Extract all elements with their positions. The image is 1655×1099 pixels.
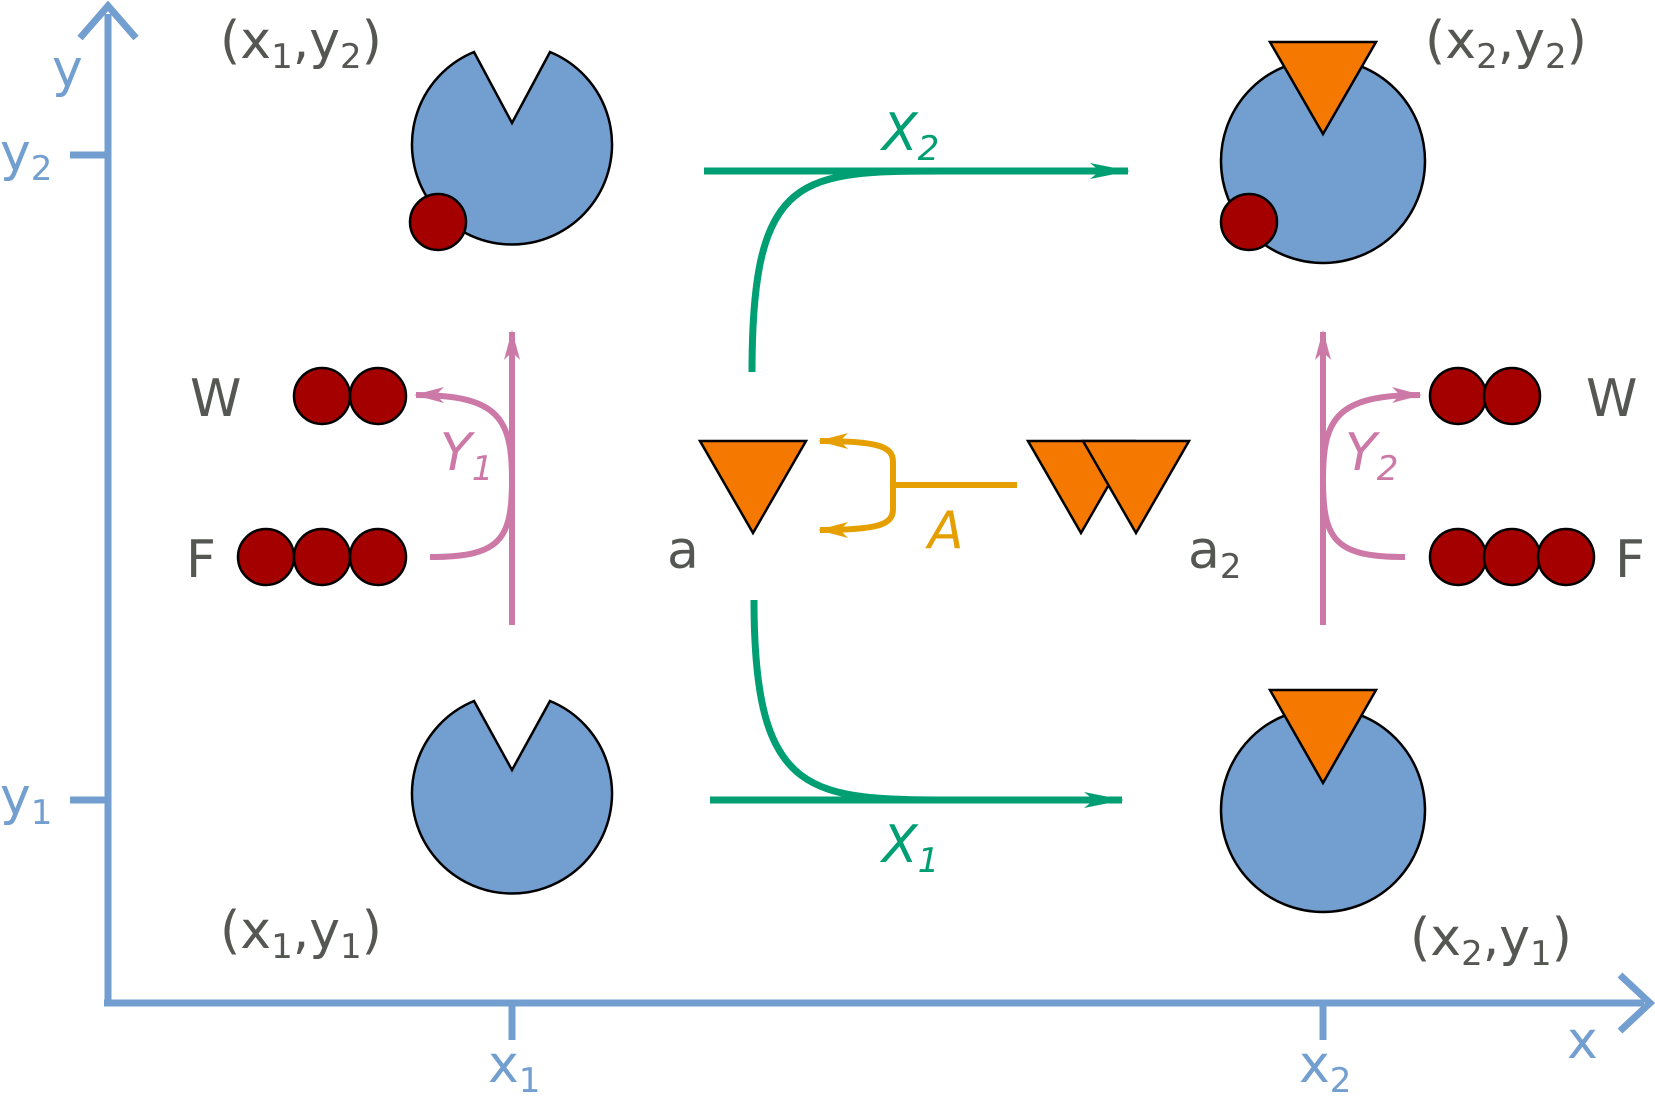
state-label-x2-y1: (x2,y1) — [1410, 908, 1572, 974]
enzyme-state-x2-y2 — [1219, 40, 1427, 265]
axes — [70, 0, 1655, 1040]
x-axis-label: x — [1567, 1011, 1598, 1071]
particle — [236, 527, 296, 587]
w-cluster-left — [292, 366, 408, 426]
particle — [1536, 527, 1596, 587]
flux-y2-label: Y2 — [1345, 423, 1398, 489]
x-axis-arrowhead — [1617, 972, 1655, 1034]
particle — [348, 366, 408, 426]
flux-x1-label: X1 — [879, 815, 939, 881]
f-cluster-right — [1428, 527, 1596, 587]
particle — [348, 527, 408, 587]
flux-a-label: A — [925, 501, 964, 561]
x-tick-label-1: x1 — [488, 1035, 540, 1099]
bound-particle — [408, 192, 468, 252]
x-tick-label-2: x2 — [1299, 1035, 1351, 1099]
enzyme-state-x2-y1 — [1219, 688, 1427, 914]
particle — [1428, 527, 1488, 587]
flux-y2 — [1315, 330, 1422, 625]
free-ligand-triangle — [697, 439, 809, 536]
bound-ligand-triangle — [1267, 688, 1379, 786]
particle — [1482, 366, 1542, 426]
particle — [1482, 527, 1542, 587]
bound-ligand-triangle — [1267, 40, 1379, 137]
flux-x1 — [710, 599, 1124, 808]
state-label-x2-y2: (x2,y2) — [1425, 11, 1587, 77]
particle — [292, 527, 352, 587]
flux-y1 — [414, 330, 520, 625]
state-label-x1-y1: (x1,y1) — [220, 901, 382, 967]
species-f-right-label: F — [1615, 530, 1645, 590]
flux-x2 — [704, 163, 1130, 373]
y-tick-label-1: y1 — [0, 767, 52, 833]
flux-a — [818, 433, 1017, 538]
y-tick-label-2: y2 — [0, 123, 52, 189]
flux-a-arrow-down — [818, 485, 896, 538]
flux-y2-branch — [1319, 387, 1422, 560]
y-axis-arrowhead — [77, 0, 139, 41]
y-axis-label: y — [52, 39, 83, 99]
ligand-dimer — [1025, 439, 1192, 536]
enzyme-pacman — [410, 50, 614, 246]
particle — [292, 366, 352, 426]
bound-particle — [1219, 192, 1279, 252]
f-cluster-left — [236, 527, 408, 587]
enzyme-state-x1-y2 — [408, 50, 614, 252]
flux-x2-branch — [748, 167, 951, 373]
species-w-right-label: W — [1586, 369, 1637, 429]
enzyme-state-x1-y1 — [410, 699, 614, 895]
species-a-label: a — [667, 521, 699, 581]
flux-x1-branch — [750, 599, 961, 804]
species-a2-label: a2 — [1188, 521, 1242, 587]
flux-y1-branch — [414, 387, 516, 560]
enzyme-pacman — [410, 699, 614, 895]
species-w-left-label: W — [190, 369, 241, 429]
w-cluster-right — [1428, 366, 1542, 426]
flux-a-arrow-up — [818, 433, 896, 485]
particle — [1428, 366, 1488, 426]
ligand-dimer-triangle-right — [1080, 439, 1192, 536]
flux-y1-label: Y1 — [440, 423, 493, 489]
state-label-x1-y2: (x1,y2) — [220, 11, 382, 77]
flux-x2-label: X2 — [879, 103, 939, 169]
species-f-left-label: F — [186, 530, 216, 590]
